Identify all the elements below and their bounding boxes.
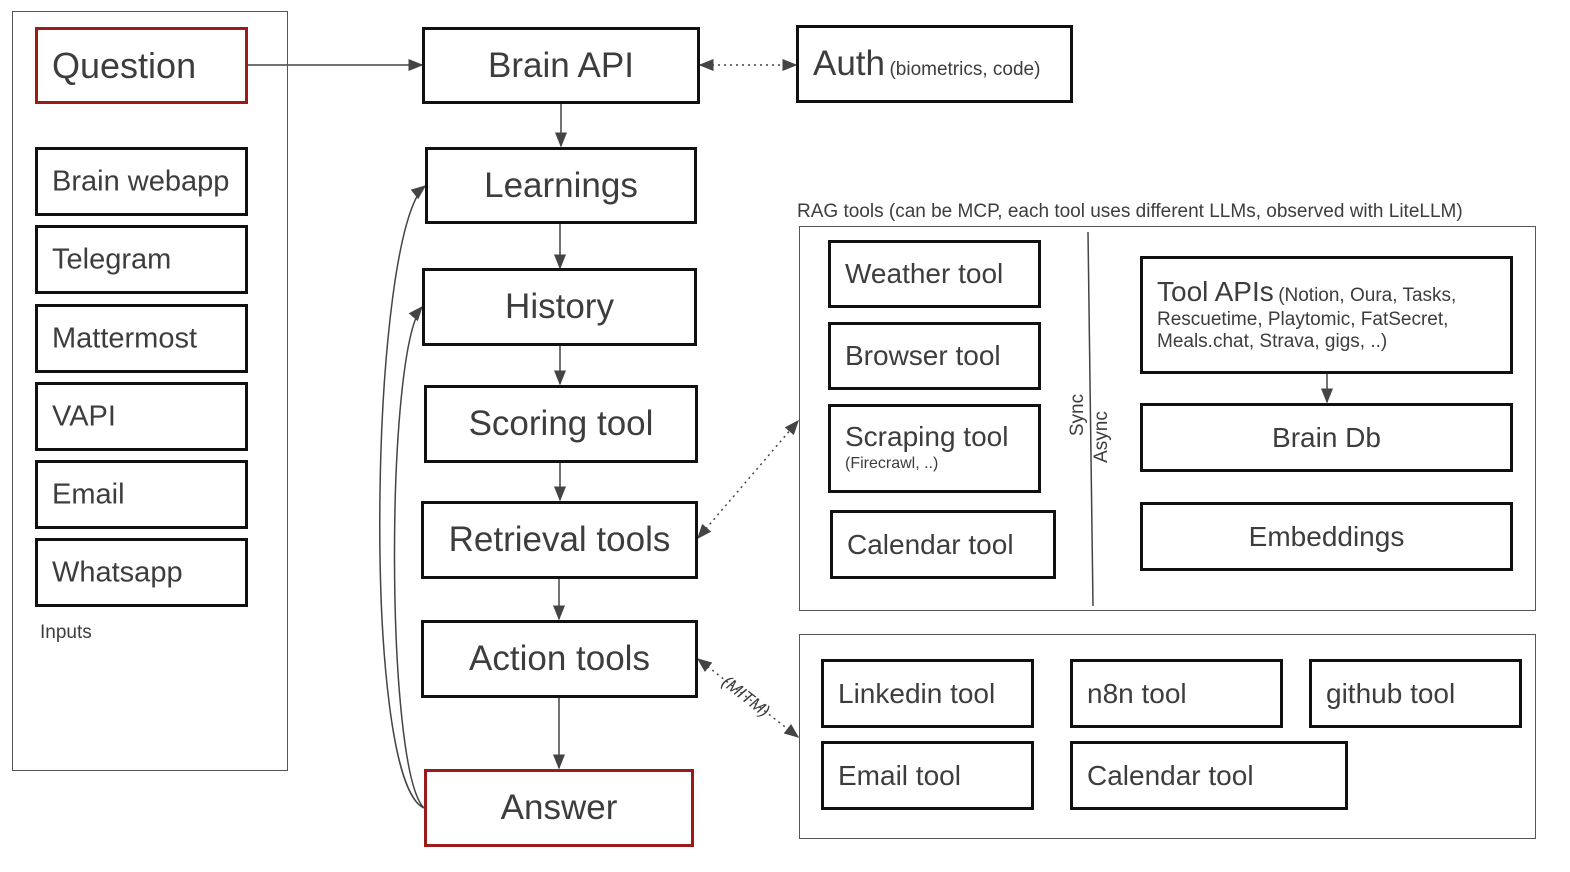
action-calendar-tool-label: Calendar tool	[1087, 759, 1254, 791]
input-label: Brain webapp	[52, 165, 230, 197]
sync-async-divider	[1087, 231, 1094, 607]
input-vapi: VAPI	[35, 382, 248, 451]
auth-label: Auth (biometrics, code)	[813, 44, 1040, 84]
rag-tools-panel	[799, 226, 1536, 611]
brain-db-label: Brain Db	[1272, 421, 1381, 453]
action-tools-box: Action tools	[421, 620, 698, 698]
scraping-tool-label: Scraping tool	[845, 421, 1009, 452]
rag-calendar-tool-label: Calendar tool	[847, 528, 1014, 560]
scoring-tool-box: Scoring tool	[424, 385, 698, 463]
arrow-retrieval-rag	[697, 419, 799, 540]
tool-apis-title: Tool APIs	[1157, 276, 1274, 307]
embeddings-label: Embeddings	[1248, 520, 1405, 552]
auth-title: Auth	[813, 44, 885, 83]
answer-label: Answer	[500, 788, 618, 827]
linkedin-tool-label: Linkedin tool	[838, 677, 996, 709]
brain-db-box: Brain Db	[1140, 403, 1513, 472]
tool-apis-line2: Rescuetime, Playtomic, FatSecret,	[1157, 308, 1449, 330]
question-box: Question	[35, 27, 248, 104]
inputs-panel	[12, 11, 288, 771]
async-label: Async	[1091, 411, 1112, 463]
input-label: VAPI	[52, 400, 116, 432]
answer-box: Answer	[424, 769, 694, 847]
input-email: Email	[35, 460, 248, 529]
email-tool-box: Email tool	[821, 741, 1034, 810]
learnings-box: Learnings	[425, 147, 697, 224]
embeddings-box: Embeddings	[1140, 502, 1513, 571]
weather-tool-label: Weather tool	[845, 258, 1004, 289]
github-tool-label: github tool	[1326, 677, 1456, 709]
history-label: History	[505, 287, 614, 326]
email-tool-label: Email tool	[838, 759, 961, 791]
scraping-tool-box: Scraping tool (Firecrawl, ..)	[828, 404, 1041, 493]
input-whatsapp: Whatsapp	[35, 538, 248, 607]
inputs-caption: Inputs	[40, 622, 92, 643]
question-label: Question	[52, 44, 197, 86]
action-calendar-tool-box: Calendar tool	[1070, 741, 1348, 810]
learnings-label: Learnings	[484, 165, 638, 205]
input-label: Whatsapp	[52, 556, 183, 588]
auth-box: Auth (biometrics, code)	[796, 25, 1073, 103]
browser-tool-label: Browser tool	[845, 340, 1001, 371]
tool-apis-box: Tool APIs (Notion, Oura, Tasks, Rescueti…	[1140, 256, 1513, 374]
n8n-tool-box: n8n tool	[1070, 659, 1283, 728]
arrow-answer-to-learnings	[379, 185, 427, 809]
input-mattermost: Mattermost	[35, 304, 248, 373]
n8n-tool-label: n8n tool	[1087, 677, 1187, 709]
tool-apis-line3: Meals.chat, Strava, gigs, ..)	[1157, 331, 1388, 353]
input-telegram: Telegram	[35, 225, 248, 294]
rag-calendar-tool-box: Calendar tool	[830, 510, 1056, 579]
scoring-tool-label: Scoring tool	[468, 404, 654, 443]
brain-api-label: Brain API	[488, 45, 634, 85]
github-tool-box: github tool	[1309, 659, 1522, 728]
input-label: Email	[52, 478, 125, 510]
input-label: Mattermost	[52, 322, 198, 354]
arrow-answer-to-history	[393, 305, 425, 809]
weather-tool-box: Weather tool	[828, 240, 1041, 308]
retrieval-tools-box: Retrieval tools	[421, 501, 698, 579]
action-tools-label: Action tools	[469, 639, 650, 678]
scraping-tool-detail: (Firecrawl, ..)	[845, 455, 939, 472]
auth-detail: (biometrics, code)	[889, 59, 1041, 80]
brain-api-box: Brain API	[422, 27, 700, 104]
rag-caption: RAG tools (can be MCP, each tool uses di…	[797, 201, 1463, 222]
history-box: History	[422, 268, 697, 346]
action-tools-panel	[799, 634, 1536, 839]
sync-label: Sync	[1067, 393, 1088, 437]
retrieval-tools-label: Retrieval tools	[448, 520, 671, 559]
browser-tool-box: Browser tool	[828, 322, 1041, 390]
linkedin-tool-box: Linkedin tool	[821, 659, 1034, 728]
input-brain-webapp: Brain webapp	[35, 147, 248, 216]
tool-apis-line1: (Notion, Oura, Tasks,	[1278, 285, 1457, 306]
input-label: Telegram	[52, 243, 172, 275]
